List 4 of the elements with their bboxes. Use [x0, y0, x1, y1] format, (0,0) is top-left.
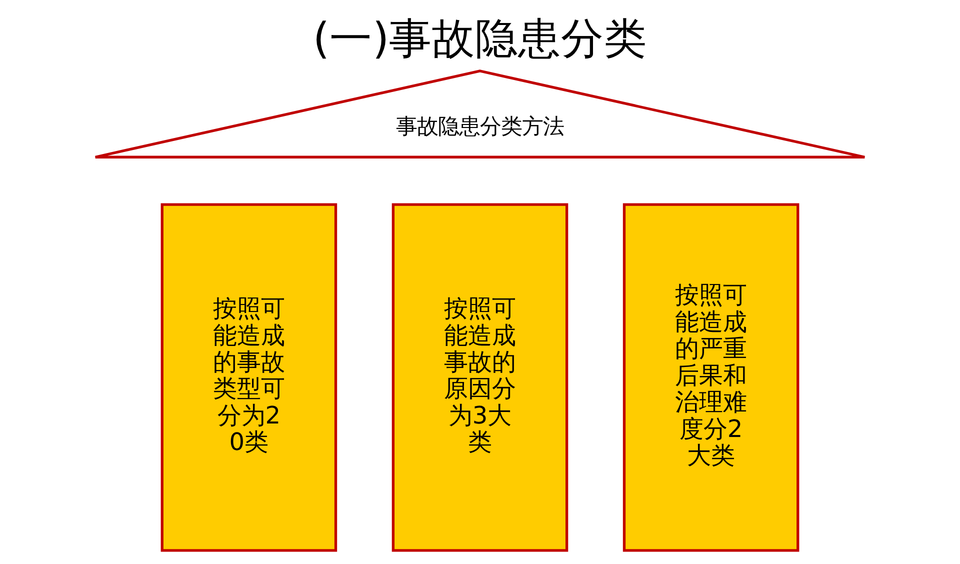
node-box: 按照可能造成事故的原因分为3大类: [392, 203, 568, 552]
diagram-title: (一)事故隐患分类: [312, 14, 648, 64]
node-box: 按照可能造成的事故类型可分为20类: [160, 203, 338, 552]
node-box: 按照可能造成的严重后果和治理难度分2大类: [622, 203, 800, 552]
